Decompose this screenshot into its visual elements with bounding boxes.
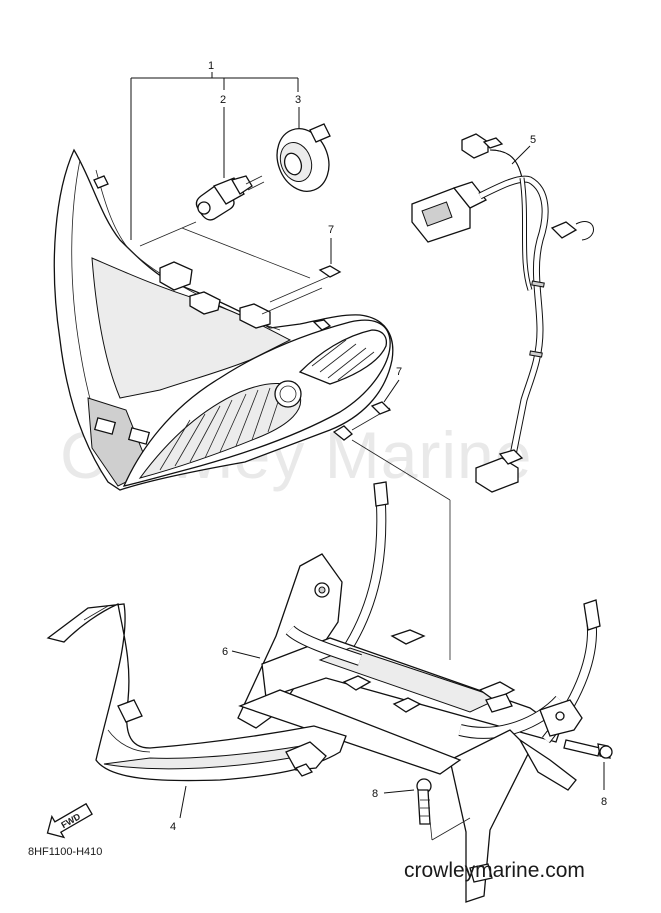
fwd-arrow-icon: FWD — [46, 802, 93, 839]
callout-2: 2 — [220, 94, 226, 106]
diagram-code: 8HF1100-H410 — [28, 846, 102, 858]
callout-8-right: 8 — [601, 796, 607, 808]
headlight-bulb — [195, 175, 265, 221]
headlight-lower-cover — [46, 603, 347, 782]
bulb-cover — [276, 123, 331, 192]
bolt-leader-lines — [429, 817, 471, 841]
callout-1-bracket — [130, 72, 299, 240]
site-url: crowleymarine.com — [404, 859, 585, 882]
assembly-guide-lines — [139, 221, 451, 660]
bolt-right — [563, 739, 613, 759]
callout-4: 4 — [170, 821, 176, 833]
callout-7-upper: 7 — [328, 224, 334, 236]
headlight-assembly — [53, 148, 394, 491]
callout-7-right: 7 — [396, 366, 402, 378]
bolt-left — [416, 778, 432, 825]
callout-5: 5 — [530, 134, 536, 146]
headlight-stay — [237, 481, 601, 903]
clip-nut-upper — [318, 265, 342, 278]
callout-6: 6 — [222, 646, 228, 658]
callout-1: 1 — [208, 60, 214, 72]
callout-3: 3 — [295, 94, 301, 106]
headlight-wire-harness — [411, 133, 594, 493]
callout-8-left: 8 — [372, 788, 378, 800]
clip-nut-right — [370, 401, 392, 415]
